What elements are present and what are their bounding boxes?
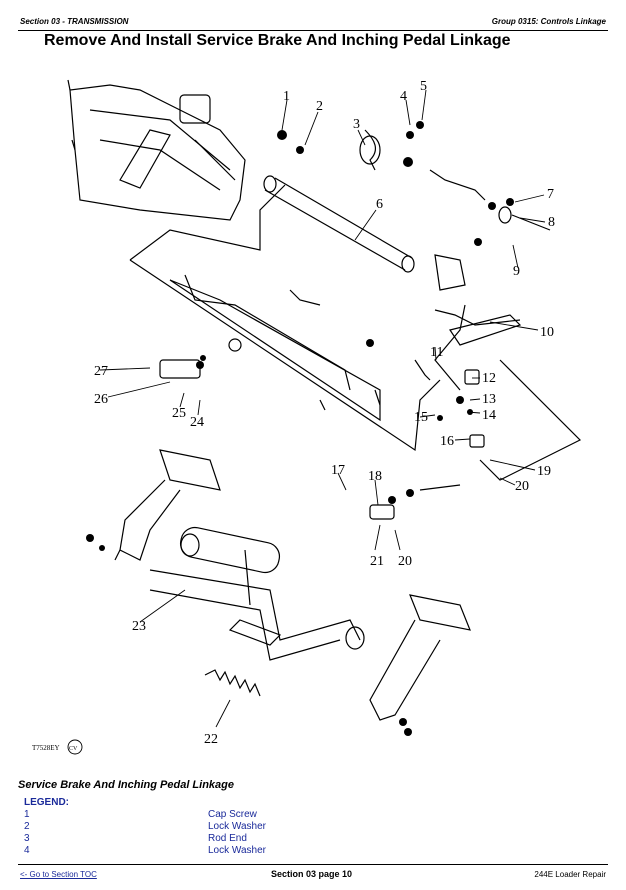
exploded-view-diagram: 1 2 3 4 5 6 7 8 9 10 11 12 13 14 15 16 1… <box>32 79 582 755</box>
callout-15: 15 <box>414 410 428 425</box>
small-parts <box>86 121 514 736</box>
callout-25: 25 <box>172 406 186 421</box>
callout-12: 12 <box>482 371 496 386</box>
brake-pedal-left <box>114 449 221 561</box>
callout-16: 16 <box>440 434 454 449</box>
callout-7: 7 <box>547 187 554 202</box>
callout-21: 21 <box>370 554 384 569</box>
legend-item: 2 Lock Washer <box>24 821 324 833</box>
legend-title: LEGEND: <box>24 797 69 808</box>
callout-2: 2 <box>316 99 323 114</box>
drawing-code: T7528EY <box>32 744 60 752</box>
stamp-text: CV <box>69 746 78 752</box>
legend-part-name: Rod End <box>208 833 247 844</box>
stamp-circle <box>67 739 83 755</box>
page-header: Section 03 - TRANSMISSION Group 0315: Co… <box>18 14 608 31</box>
callout-26: 26 <box>94 392 108 407</box>
leader-lines <box>99 89 546 728</box>
page-footer: <- Go to Section TOC Section 03 page 10 … <box>18 864 608 885</box>
page-title: Remove And Install Service Brake And Inc… <box>44 32 511 49</box>
group-label: Group 0315: Controls Linkage <box>491 17 606 26</box>
frame-plate <box>129 184 441 452</box>
callout-6: 6 <box>376 197 383 212</box>
callout-20-lower: 20 <box>398 554 412 569</box>
callout-4: 4 <box>400 89 407 104</box>
rod-6 <box>263 175 415 273</box>
inching-pedal-right <box>369 594 471 721</box>
figure-caption: Service Brake And Inching Pedal Linkage <box>18 779 234 791</box>
callout-1: 1 <box>283 89 290 104</box>
callout-19: 19 <box>537 464 551 479</box>
callout-17: 17 <box>331 463 345 478</box>
pedal-shaft <box>149 526 365 661</box>
legend-number: 3 <box>24 833 30 844</box>
callout-5: 5 <box>420 79 427 94</box>
legend-item: 3 Rod End <box>24 833 324 845</box>
callout-13: 13 <box>482 392 496 407</box>
manual-title: 244E Loader Repair <box>534 870 606 879</box>
upper-right-linkage <box>429 169 582 481</box>
legend-part-name: Cap Screw <box>208 809 257 820</box>
legend-item: 1 Cap Screw <box>24 809 324 821</box>
callout-9: 9 <box>513 264 520 279</box>
engine-frame-illustration <box>67 79 246 221</box>
callout-labels: 1 2 3 4 5 6 7 8 9 10 11 12 13 14 15 16 1… <box>94 79 555 747</box>
callout-3: 3 <box>353 117 360 132</box>
callout-22: 22 <box>204 732 218 747</box>
legend-list: 1 Cap Screw 2 Lock Washer 3 Rod End 4 Lo… <box>24 809 324 857</box>
legend-item: 4 Lock Washer <box>24 845 324 857</box>
callout-18: 18 <box>368 469 382 484</box>
section-label: Section 03 - TRANSMISSION <box>20 17 129 26</box>
callout-20-upper: 20 <box>515 479 529 494</box>
callout-14: 14 <box>482 408 496 423</box>
callout-23: 23 <box>132 619 146 634</box>
callout-11: 11 <box>430 345 443 360</box>
legend-number: 2 <box>24 821 30 832</box>
go-to-section-toc-link[interactable]: <- Go to Section TOC <box>20 870 97 879</box>
legend-number: 1 <box>24 809 30 820</box>
spring-22 <box>204 669 261 697</box>
callout-10: 10 <box>540 325 554 340</box>
callout-24: 24 <box>190 415 204 430</box>
callout-27: 27 <box>94 364 108 379</box>
page-number: Section 03 page 10 <box>271 869 353 879</box>
legend-part-name: Lock Washer <box>208 821 266 832</box>
component-outlines <box>159 129 485 520</box>
callout-8: 8 <box>548 215 555 230</box>
legend-number: 4 <box>24 845 30 856</box>
legend-part-name: Lock Washer <box>208 845 266 856</box>
